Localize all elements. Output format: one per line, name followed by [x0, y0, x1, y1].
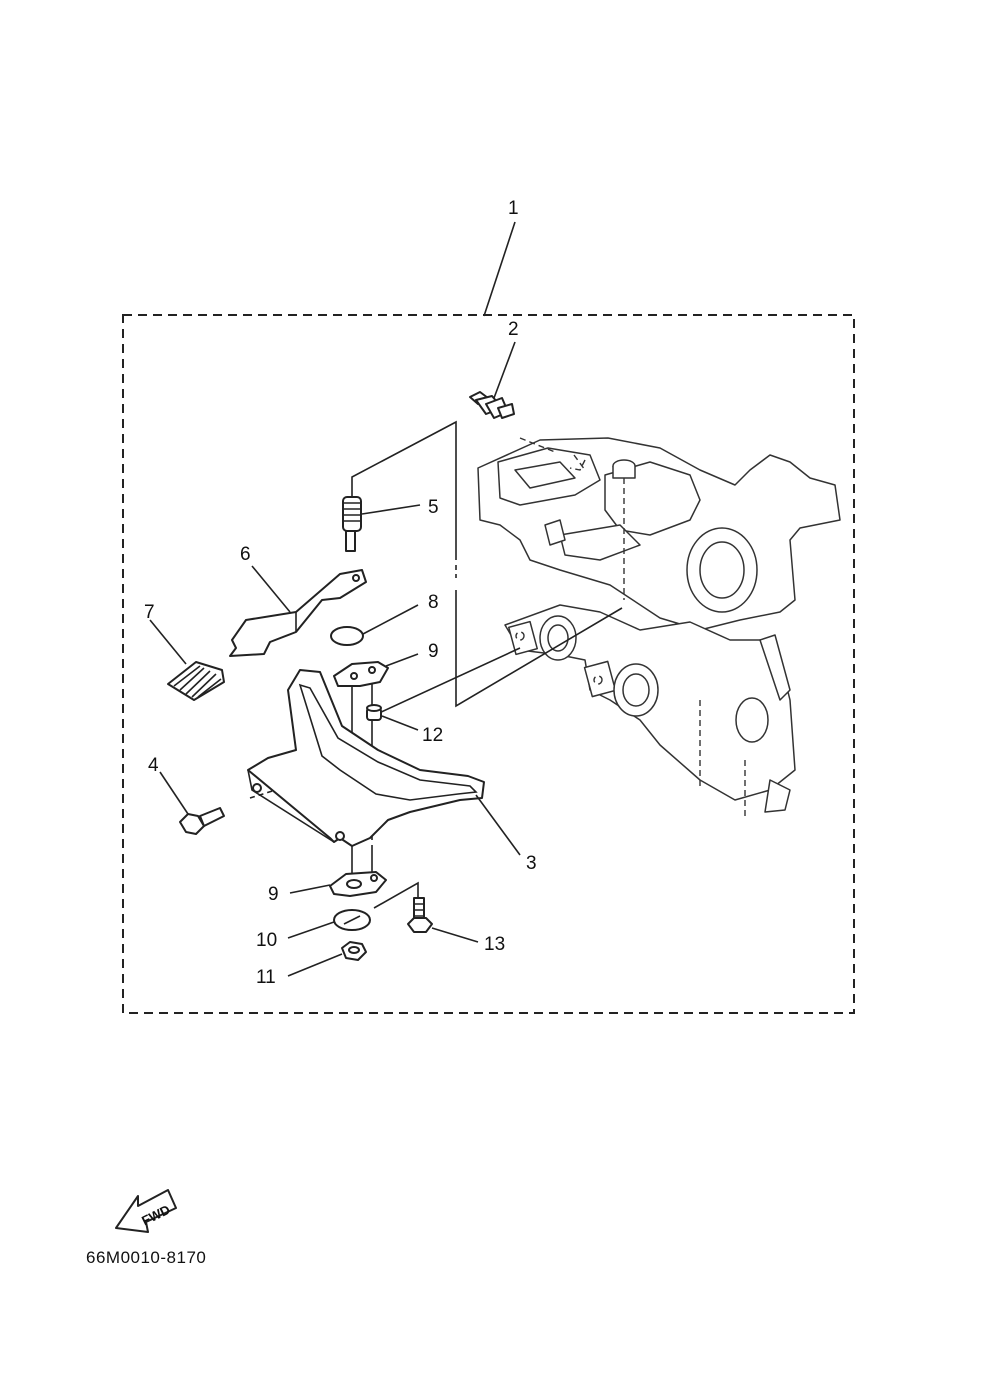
- callout-1: 1: [508, 198, 519, 219]
- callout-6: 6: [240, 544, 251, 565]
- grip-part-7: [167, 661, 225, 701]
- washer-part-8: [330, 626, 364, 646]
- plate-washer-part-9-lower: [329, 871, 387, 897]
- callout-8: 8: [428, 592, 439, 613]
- callout-2: 2: [508, 319, 519, 340]
- callout-13: 13: [484, 934, 505, 955]
- callout-9-upper: 9: [428, 641, 439, 662]
- callout-leaders: [149, 221, 521, 977]
- callout-9-lower: 9: [268, 884, 279, 905]
- callout-11: 11: [256, 967, 276, 988]
- callout-7: 7: [144, 602, 155, 623]
- plate-washer-part-9-upper: [333, 661, 389, 687]
- grease-nipple-part-2: [469, 391, 515, 419]
- bolt-part-4: [179, 807, 225, 835]
- diagram-code: 66M0010-8170: [86, 1248, 207, 1267]
- callout-5: 5: [428, 497, 439, 518]
- washer-part-10: [333, 909, 371, 931]
- collar-part-12: [366, 704, 382, 721]
- kit-boundary-box: [122, 314, 855, 1014]
- callout-4: 4: [148, 755, 159, 776]
- callout-10: 10: [256, 930, 277, 951]
- callout-12: 12: [422, 725, 443, 746]
- bracket-part-3: [247, 669, 485, 847]
- callout-3: 3: [526, 853, 537, 874]
- engine-bracket-outline: [477, 437, 841, 820]
- cable-joint-part-5: [342, 496, 362, 552]
- fwd-arrow-icon: FWD: [115, 1189, 177, 1233]
- plate-part-6: [229, 569, 367, 657]
- screw-part-13: [407, 897, 433, 933]
- nut-part-11: [341, 941, 367, 961]
- callout-labels: 1 2 5 6 7 8 9 12 4 3 9 10 11 13: [144, 198, 537, 988]
